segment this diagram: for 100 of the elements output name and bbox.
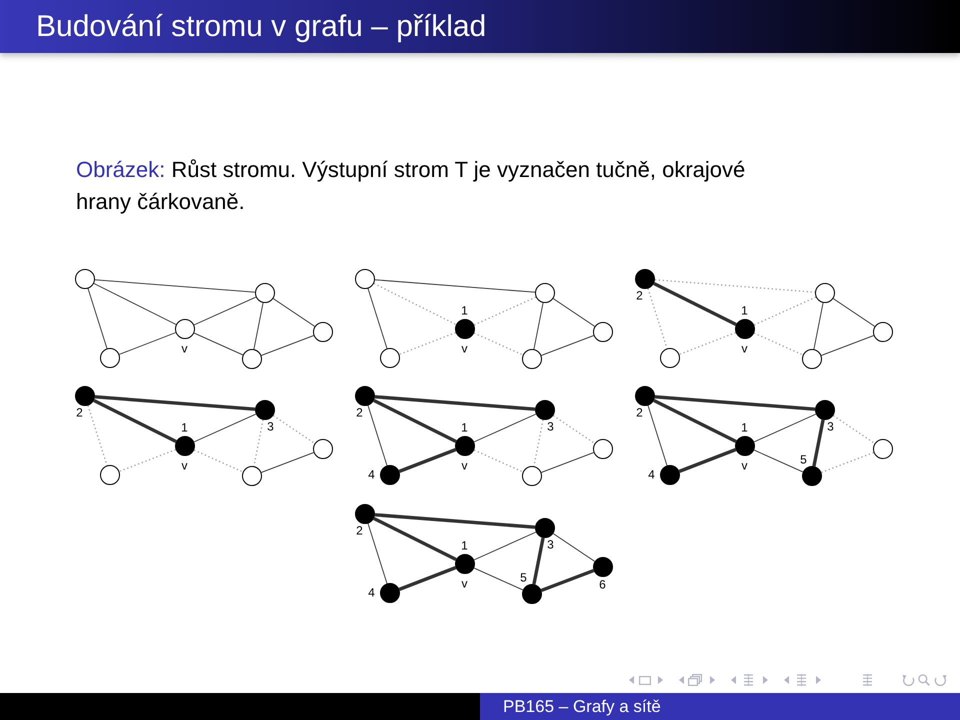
- dotted-edge: [253, 420, 264, 466]
- graph-edge: [368, 405, 388, 466]
- graph-edge: [540, 452, 594, 473]
- dotted-edge: [119, 449, 176, 472]
- thick-edge: [812, 419, 825, 467]
- vertex-label: 1: [461, 539, 468, 552]
- graph-vertex: [242, 349, 262, 369]
- graph-vertex: [313, 322, 333, 342]
- vertex-label: 2: [356, 406, 363, 419]
- graph-edge: [820, 335, 874, 356]
- thick-edge: [374, 395, 536, 411]
- dotted-edge: [399, 332, 456, 355]
- dotted-edge: [832, 415, 876, 444]
- graph-vertex: [380, 348, 400, 368]
- thick-edge: [373, 398, 457, 444]
- graph-edge: [94, 283, 176, 325]
- graph-vertex: [802, 349, 822, 369]
- thick-edge: [540, 568, 594, 592]
- vertex-label: v: [182, 342, 188, 355]
- vertex-label: 5: [520, 571, 527, 584]
- graph-vertex: [535, 283, 555, 303]
- graph-edge: [194, 332, 244, 356]
- vertex-label: v: [742, 342, 748, 355]
- graph-vertex: [873, 322, 893, 342]
- vertex-label: 2: [76, 406, 83, 419]
- vertex-label: 4: [368, 586, 375, 599]
- graph-edge: [260, 335, 314, 356]
- graph-vertex: [815, 283, 835, 303]
- graph-vertex: [100, 348, 120, 368]
- dotted-edge: [474, 450, 524, 472]
- graph-vertex: [522, 349, 542, 369]
- thick-edge: [653, 282, 737, 326]
- vertex-label: 3: [267, 420, 274, 433]
- footer-text: PB165 – Grafy a sítě: [503, 697, 661, 716]
- graph-edge: [194, 414, 256, 442]
- vertex-label: 2: [356, 524, 363, 537]
- vertex-label: 6: [599, 578, 606, 591]
- dotted-edge: [374, 282, 456, 326]
- vertex-label: 1: [741, 421, 748, 434]
- graph-vertex: [255, 283, 275, 303]
- graph-edge: [260, 452, 314, 473]
- vertex-label: v: [182, 459, 188, 472]
- vertex-label: 3: [827, 420, 834, 433]
- vertex-label: 2: [636, 289, 643, 302]
- figure-caption: Obrázek: Růst stromu. Výstupní strom T je vyznačen tučně, okrajové hrany čárkovaně.: [76, 156, 746, 216]
- graph-edge: [540, 335, 594, 356]
- graph-edge: [88, 288, 108, 349]
- dotted-edge: [654, 279, 816, 293]
- thick-edge: [678, 448, 736, 473]
- dotted-edge: [754, 332, 804, 356]
- graph-vertex: [660, 348, 680, 368]
- graph-vertex: [100, 465, 120, 485]
- graph-edge: [474, 414, 536, 442]
- dotted-edge: [821, 452, 874, 474]
- thick-edge: [653, 398, 737, 444]
- vertex-label: v: [462, 577, 468, 590]
- vertex-label: 4: [368, 468, 375, 481]
- thick-edge: [94, 395, 256, 411]
- vertex-label: 4: [648, 468, 655, 481]
- graph-edge: [368, 523, 388, 584]
- graph-edge: [754, 450, 804, 472]
- graph-edge: [552, 298, 596, 327]
- graph-edge: [368, 288, 388, 349]
- dotted-edge: [533, 420, 544, 466]
- graph-edge: [832, 298, 876, 327]
- vertex-label: v: [462, 459, 468, 472]
- graph-edge: [813, 302, 824, 350]
- graph-edge: [474, 568, 524, 590]
- graph-vertex: [593, 439, 613, 459]
- graph-edge: [253, 302, 264, 350]
- graph-edge: [533, 302, 544, 350]
- dotted-edge: [754, 296, 816, 326]
- thick-edge: [398, 566, 456, 591]
- vertex-label: 5: [800, 453, 807, 466]
- vertex-label: 3: [547, 538, 554, 551]
- graph-edge: [754, 414, 816, 442]
- graph-edge: [552, 533, 596, 562]
- dotted-edge: [552, 415, 596, 444]
- vertex-label: 1: [461, 421, 468, 434]
- thick-edge: [93, 398, 177, 444]
- graph-vertex: [75, 269, 95, 289]
- graph-vertex: [242, 466, 262, 486]
- graph-edge: [474, 532, 536, 560]
- graph-edge: [374, 279, 536, 293]
- thick-edge: [374, 513, 536, 529]
- graph-vertex: [313, 439, 333, 459]
- dotted-edge: [272, 415, 316, 444]
- slide-title: Budování stromu v grafu – příklad: [36, 9, 486, 45]
- thick-edge: [398, 448, 456, 473]
- graph-edge: [118, 332, 176, 355]
- vertex-label: 1: [181, 421, 188, 434]
- dotted-edge: [474, 296, 536, 326]
- thick-edge: [532, 537, 545, 585]
- vertex-label: 1: [741, 304, 748, 317]
- graph-vertex: [522, 466, 542, 486]
- vertex-label: 1: [461, 304, 468, 317]
- vertex-label: 2: [636, 406, 643, 419]
- dotted-edge: [194, 450, 244, 472]
- graph-edge: [194, 296, 256, 326]
- dotted-edge: [474, 332, 524, 356]
